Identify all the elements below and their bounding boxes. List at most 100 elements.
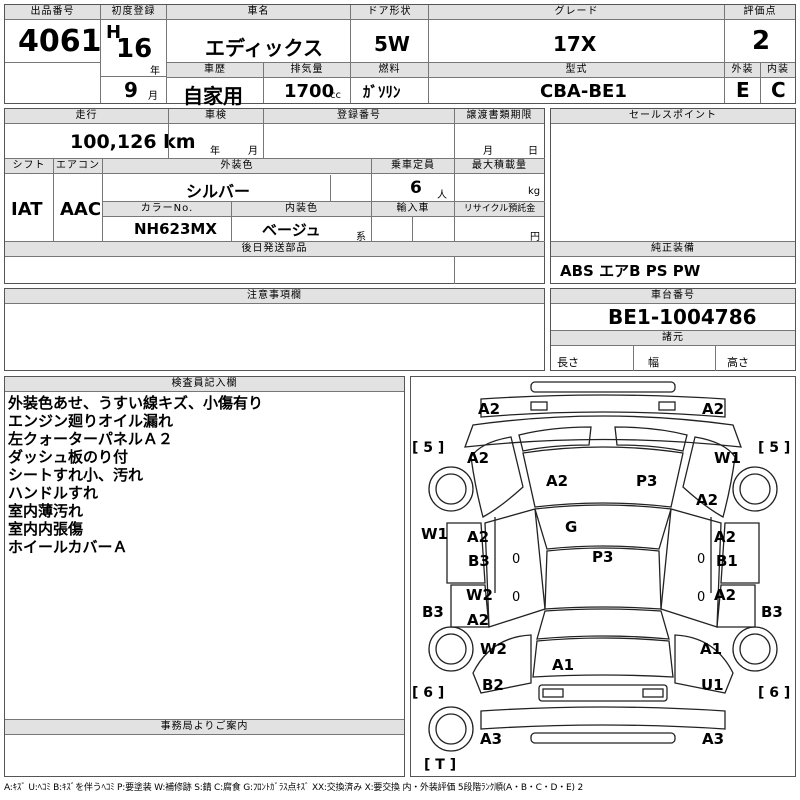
header-panel	[4, 4, 796, 104]
displacement: 1700	[284, 81, 335, 102]
sales-panel	[550, 108, 796, 284]
recycle-label: リサイクル預託金	[455, 202, 544, 217]
sales-label: セールスポイント	[551, 109, 795, 124]
mileage: 100,126 km	[70, 131, 196, 153]
inspector-note: ホイールカバーＡ	[8, 538, 128, 556]
damage-mark: A2	[467, 449, 490, 467]
zero-mark: 0	[512, 590, 521, 605]
aircon: AAC	[60, 199, 102, 220]
int-color-label: 内装色	[232, 202, 371, 217]
ac-label: エアコン	[54, 159, 102, 174]
inspector-note: 室内薄汚れ	[8, 502, 84, 520]
int-grade: C	[771, 78, 786, 102]
equipment: ABS エアB PS PW	[560, 262, 701, 280]
spec-label: 諸元	[551, 331, 795, 346]
transfer-label: 譲渡書類期限	[455, 109, 544, 124]
damage-mark: B3	[468, 552, 490, 570]
disp-unit: cc	[330, 90, 341, 101]
score-label: 評価点	[725, 5, 795, 20]
inspector-note: ハンドルすれ	[8, 484, 99, 502]
later-parts-label: 後日発送部品	[5, 242, 544, 257]
load-label: 最大積載量	[455, 159, 544, 174]
damage-mark: A2	[714, 586, 737, 604]
color-label: 外装色	[103, 159, 371, 174]
length-label: 長さ	[557, 356, 579, 369]
disp-label: 排気量	[264, 63, 350, 78]
inspector-note: エンジン廻りオイル漏れ	[8, 412, 174, 430]
damage-mark: U1	[701, 676, 724, 694]
color-no-label: カラーNo.	[103, 202, 231, 217]
inspection-label: 車検	[169, 109, 263, 124]
damage-mark: A2	[546, 472, 569, 490]
damage-mark: W1	[421, 525, 448, 543]
chassis-number: BE1-1004786	[608, 305, 757, 329]
int-color: ベージュ	[262, 221, 321, 239]
inspector-note: 外装色あせ、うすい線キズ、小傷有り	[8, 394, 264, 412]
tire-depth: [ 5 ]	[758, 440, 791, 456]
inspector-label: 検査員記入欄	[5, 377, 404, 392]
grade: 17X	[553, 32, 597, 56]
damage-mark: G	[565, 518, 578, 536]
fuel-label: 燃料	[351, 63, 428, 78]
damage-mark: W1	[714, 449, 741, 467]
int-label: 内装	[761, 63, 795, 78]
damage-mark: P3	[636, 472, 658, 490]
inspector-note: 左クォーターパネルＡ２	[8, 430, 173, 448]
damage-mark: B3	[761, 603, 783, 621]
car-diagram	[410, 376, 796, 777]
model-label: 型式	[429, 63, 724, 78]
car-name: エディックス	[205, 36, 323, 60]
shift-label: シフト	[5, 159, 53, 174]
damage-mark: A2	[696, 491, 719, 509]
damage-mark: B2	[482, 676, 504, 694]
caution-label: 注意事項欄	[5, 289, 544, 304]
lot-label: 出品番号	[5, 5, 100, 20]
year-unit: 年	[150, 66, 160, 77]
damage-mark: P3	[592, 548, 614, 566]
lot-number: 4061	[18, 24, 102, 59]
door-label: ドア形状	[351, 5, 428, 20]
damage-mark: A2	[467, 528, 490, 546]
capacity-label: 乗車定員	[372, 159, 454, 174]
mileage-label: 走行	[5, 109, 168, 124]
inspector-note: ダッシュ板のり付	[8, 448, 129, 466]
grade-label: グレード	[429, 5, 724, 20]
zero-mark: 0	[697, 590, 706, 605]
damage-mark: A2	[467, 611, 490, 629]
damage-mark: A2	[702, 400, 725, 418]
damage-mark: W2	[466, 586, 493, 604]
ext-label: 外装	[725, 63, 760, 78]
height-label: 高さ	[727, 356, 749, 369]
insp-year: 年	[210, 146, 220, 157]
era: H	[106, 22, 122, 43]
history-label: 車歴	[167, 63, 263, 78]
damage-mark: W2	[480, 640, 507, 658]
era-year: 16	[116, 34, 153, 64]
transfer-day: 日	[528, 146, 538, 157]
damage-mark: A1	[700, 640, 723, 658]
shift: IAT	[11, 199, 43, 220]
fuel: ｶﾞｿﾘﾝ	[363, 83, 401, 101]
insp-month: 月	[248, 146, 258, 157]
tire-depth: [ 5 ]	[412, 440, 445, 456]
capacity-unit: 人	[437, 190, 447, 201]
recycle-unit: 円	[530, 232, 540, 243]
tire-depth: [ 6 ]	[758, 685, 791, 701]
door-type: 5W	[374, 32, 410, 56]
damage-mark: B1	[716, 552, 738, 570]
load-unit: kg	[528, 186, 541, 197]
damage-mark: A3	[480, 730, 503, 748]
damage-mark: A3	[702, 730, 725, 748]
transfer-month: 月	[483, 146, 493, 157]
first-reg-label: 初度登録	[101, 5, 166, 20]
zero-mark: 0	[512, 552, 521, 567]
inspector-note: シートすれ小、汚れ	[8, 466, 144, 484]
tire-depth: [ T ]	[424, 757, 457, 773]
score: 2	[752, 26, 771, 56]
equip-label: 純正装備	[551, 242, 795, 257]
month-unit: 月	[148, 91, 158, 102]
office-label: 事務局よりご案内	[5, 720, 404, 735]
tire-depth: [ 6 ]	[412, 685, 445, 701]
damage-mark: A2	[714, 528, 737, 546]
import-label: 輸入車	[372, 202, 454, 217]
